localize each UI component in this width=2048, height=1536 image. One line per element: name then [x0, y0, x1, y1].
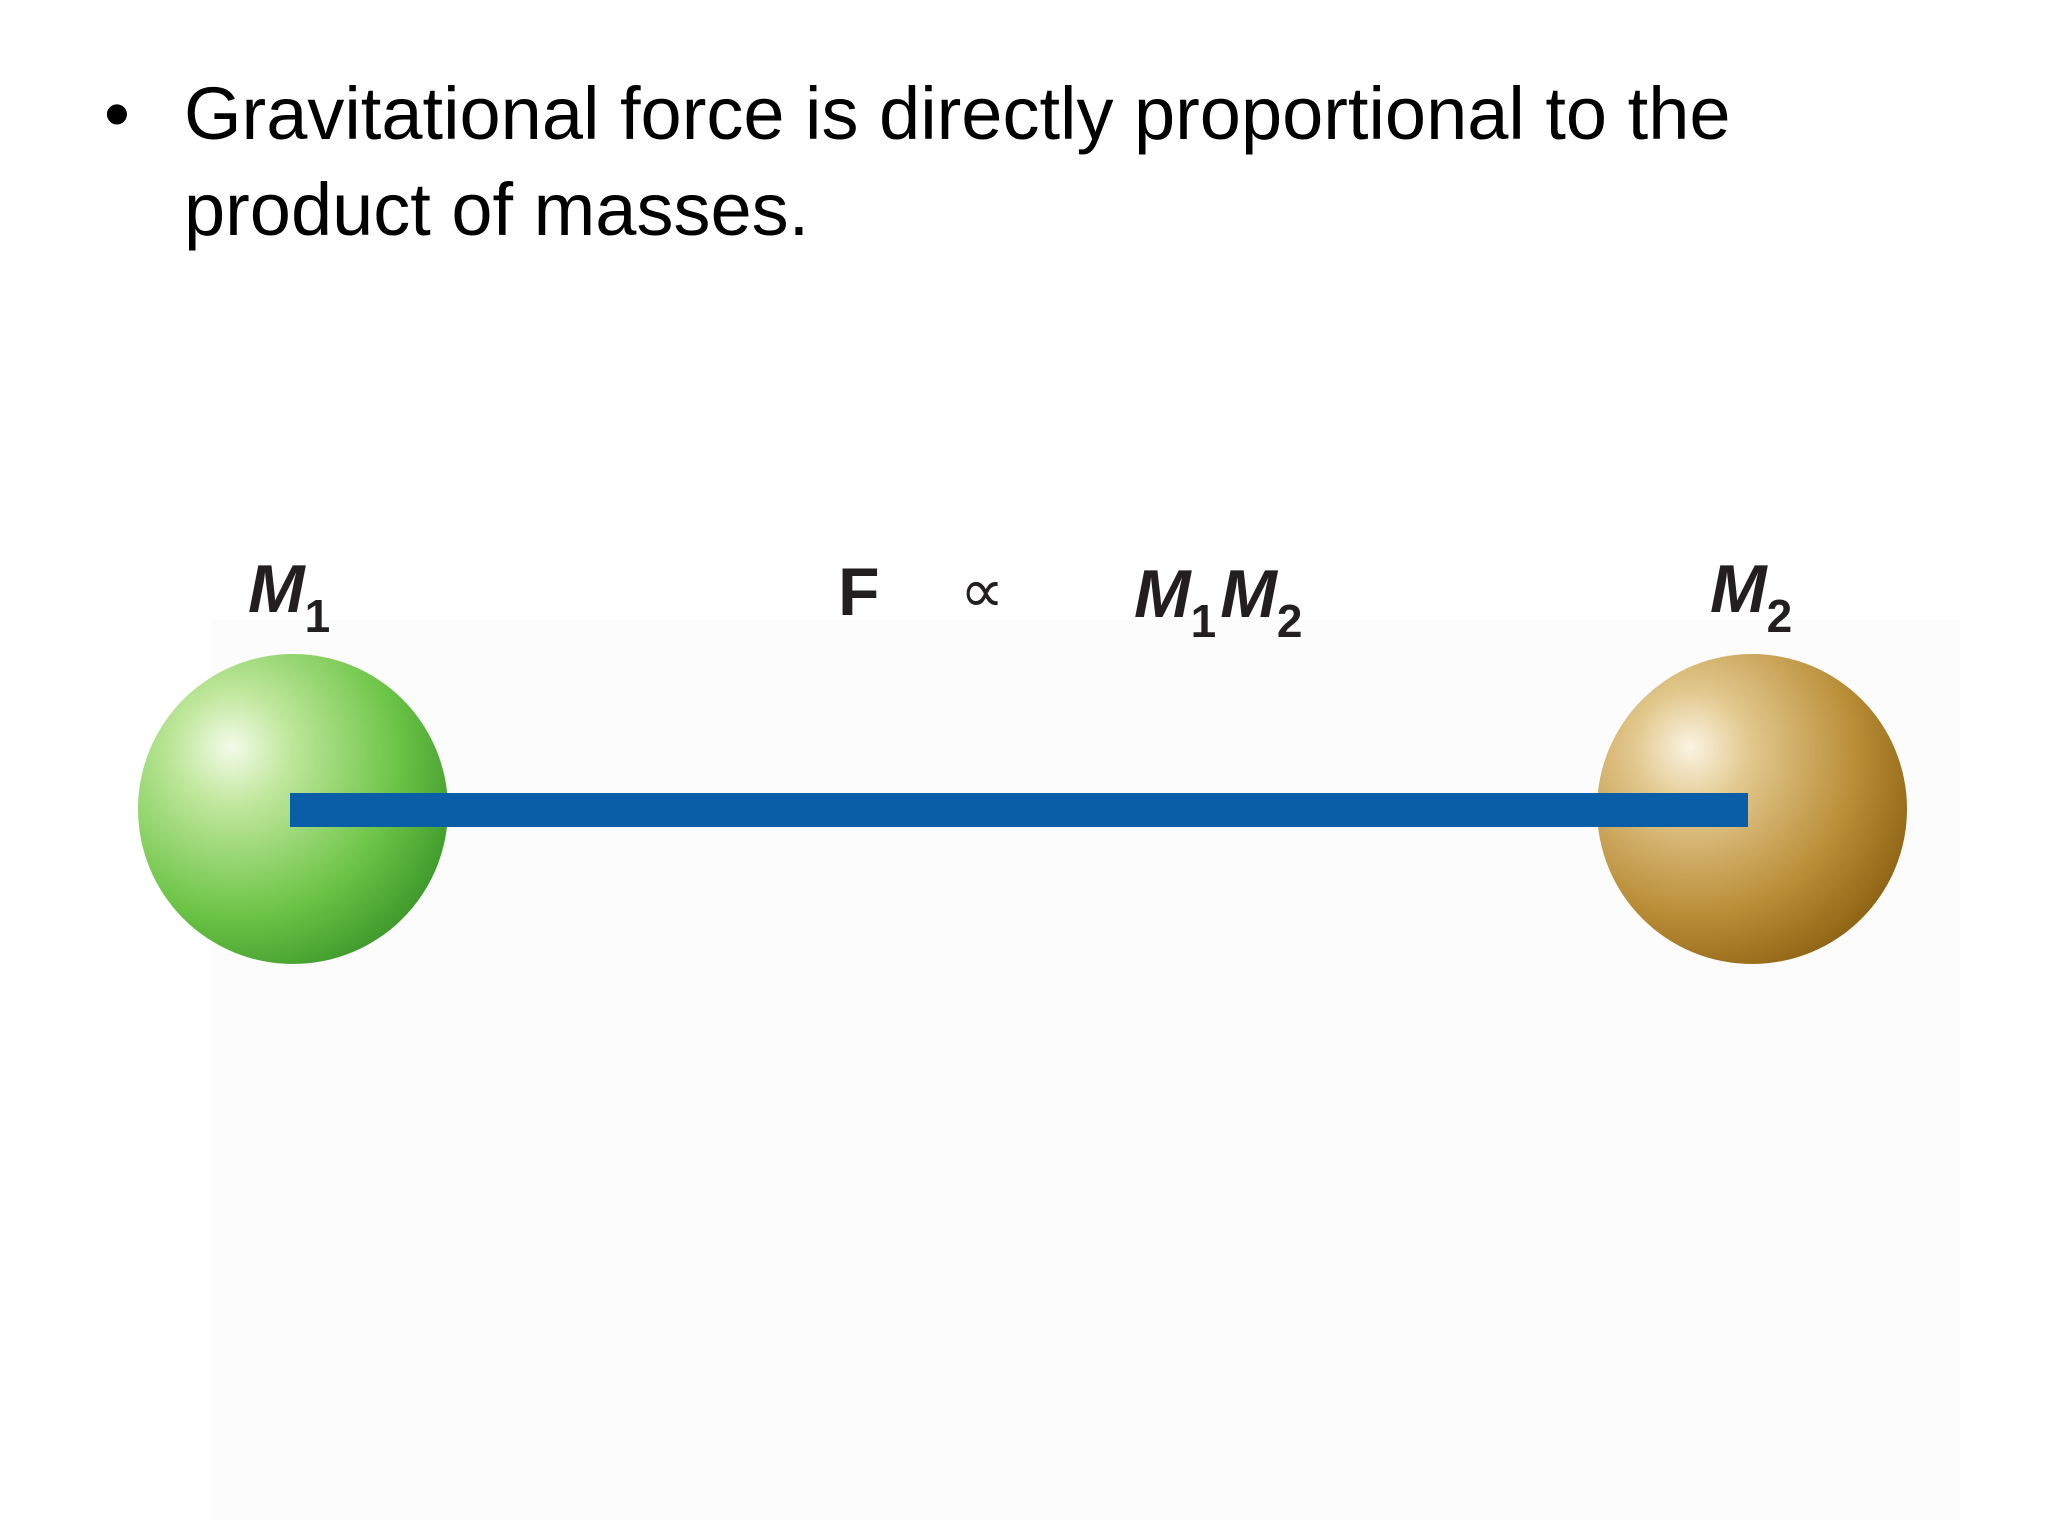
connecting-rod	[290, 793, 1748, 827]
mass-2-label: M2	[1710, 551, 1792, 642]
mass-1-label: M1	[248, 551, 330, 642]
force-symbol: F	[838, 554, 880, 630]
proportional-symbol: ∝	[960, 554, 1004, 627]
bullet-point: • Gravitational force is directly propor…	[104, 66, 1924, 258]
mass-2-sphere	[1597, 654, 1907, 964]
bullet-marker: •	[104, 72, 130, 155]
bullet-text: Gravitational force is directly proporti…	[184, 72, 1731, 251]
equation-product: M1M2	[1134, 556, 1303, 647]
